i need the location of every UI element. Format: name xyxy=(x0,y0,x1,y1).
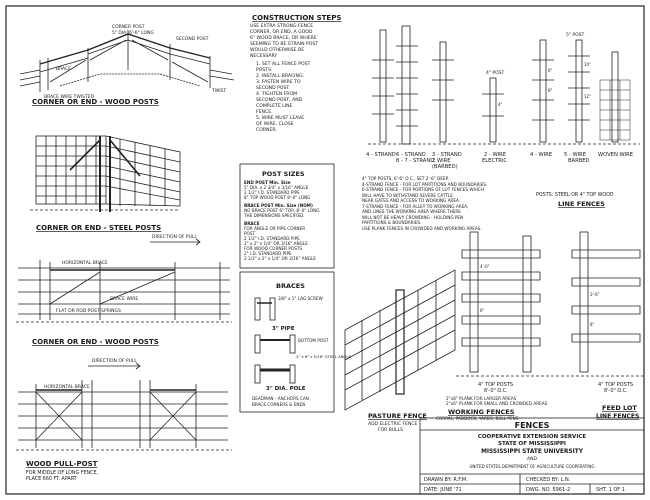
working-line: 2"x8" PLANK FOR LARGER AREAS xyxy=(446,396,517,401)
corner-steel-title: CORNER OR END - STEEL POSTS xyxy=(36,224,161,232)
working-fence-drawing xyxy=(456,231,644,377)
corner-wood-label: BRACE xyxy=(56,66,71,72)
strand-notes: 4" TOP POSTS, 6'-6" O.C., SET 2'-6" DEEP… xyxy=(362,176,488,231)
working-title: WORKING FENCES xyxy=(448,408,515,416)
braces-drawing xyxy=(254,297,296,384)
braces-box xyxy=(239,271,335,413)
wood-pull-label: DIRECTION OF PULL xyxy=(92,358,137,364)
date: DATE: JUNE '71 xyxy=(424,487,462,493)
strand-dim: 12" xyxy=(584,94,591,99)
strand-label: 3 - STRAND xyxy=(432,152,462,158)
pasture-fence-drawing xyxy=(344,269,456,411)
braces-label: DEADMAN - ANCHORS CAN xyxy=(252,396,309,401)
sheet-border xyxy=(5,5,645,495)
feed-lot-post-caption: 8'-0" O.C. xyxy=(604,388,628,394)
line-fences-caption: POSTS: STEEL OR 4" TOP WOOD xyxy=(536,192,614,198)
strand-label: ELECTRIC xyxy=(482,158,507,164)
corner-wood2-title: CORNER OR END - WOOD POSTS xyxy=(32,338,159,346)
braces-label: BOTTOM POST xyxy=(298,338,329,343)
strand-fence-drawing xyxy=(368,25,640,145)
construction-title: CONSTRUCTION STEPS xyxy=(252,14,341,22)
issuer-line: AND xyxy=(527,456,537,462)
wood-pull-title: WOOD PULL-POST xyxy=(26,460,98,468)
post-sizes-list: END POST Min. Size 5" DIA. x 2 3/4" x 3/… xyxy=(244,180,320,261)
strand-label: (BARBED) xyxy=(432,164,458,170)
corner-wood2-label: FLAT OR ROD POST SPRINGS xyxy=(56,308,121,314)
strand-label: WOVEN WIRE xyxy=(598,152,633,158)
corner-wood-label: 5" DIA. 6'-6" LONG xyxy=(112,30,154,36)
braces-label: 2" x 6" x 5/16" STEEL ANGLE xyxy=(296,354,351,359)
issuer-line: MISSISSIPPI STATE UNIVERSITY xyxy=(481,449,584,455)
corner-wood2-label: HORIZONTAL BRACE xyxy=(62,260,108,266)
issuer-line: UNITED STATES DEPARTMENT OF AGRICULTURE … xyxy=(470,464,595,469)
pasture-line: ADD ELECTRIC FENCE xyxy=(368,421,417,427)
feed-lot-title: FEED LOT xyxy=(602,404,637,412)
construction-steps: 1. SET ALL FENCE POST POSTS. 2. INSTALL … xyxy=(256,62,311,133)
strand-dim: 6" xyxy=(548,68,553,73)
corner-wood-label: TWIST xyxy=(211,88,226,94)
wood-pull-line: PLACE 660 FT. APART xyxy=(26,476,77,482)
corner-steel-drawing xyxy=(30,135,181,212)
working-dim: 8" xyxy=(590,322,595,327)
sht-no: SHT. 1 OF 1 xyxy=(596,487,625,493)
braces-title: BRACES xyxy=(276,282,305,290)
braces-label: 3/8" x 1" LAG SCREW xyxy=(278,296,323,301)
strand-label: 5 - WIRE xyxy=(564,152,586,158)
working-dim: 6" xyxy=(480,308,485,313)
corner-wood2-label: DIRECTION OF PULL xyxy=(152,234,197,240)
corner-wood-elevation xyxy=(16,238,232,323)
sheet-title: FENCES xyxy=(515,421,550,430)
post-sizes-box xyxy=(239,163,335,269)
checked-by: CHECKED BY: L.N. xyxy=(526,477,571,483)
dwg-no: DWG. NO. 5961-2 xyxy=(526,487,570,493)
working-line: CORRAL, PADDOCK, YARDS, BULL PENS xyxy=(436,416,519,421)
working-dim: 3'-6" xyxy=(590,292,600,297)
strand-post-label: 5" POST xyxy=(566,32,584,38)
strand-label: 6 - STRAND xyxy=(396,152,426,158)
post-sizes-title: POST SIZES xyxy=(262,170,305,178)
strand-label: 4 - STRAND xyxy=(366,152,396,158)
line-fences-title: LINE FENCES xyxy=(558,200,605,208)
pasture-title: PASTURE FENCE xyxy=(368,412,427,420)
strand-dim: 8" xyxy=(548,88,553,93)
feed-lot-title2: LINE FENCES xyxy=(596,413,639,420)
strand-post-label: 4" POST xyxy=(486,70,504,76)
drawn-by: DRAWN BY: R.F.M. xyxy=(424,477,468,483)
braces-label: 3" DIA. POLE xyxy=(266,386,306,392)
wood-pull-line: FOR MIDDLE OF LONG FENCE, xyxy=(26,470,98,476)
corner-wood-label: BRACE WIRE TWISTED xyxy=(44,94,95,100)
corner-wood-drawing xyxy=(19,30,235,92)
strand-label: 2 - WIRE xyxy=(484,152,506,158)
braces-label: 3" PIPE xyxy=(272,326,295,332)
braces-label: BRACE CORNERS & ENDS xyxy=(252,402,306,407)
feed-lot-post-caption: 4" TOP POSTS xyxy=(598,382,633,388)
strand-label: 4 - WIRE xyxy=(530,152,552,158)
working-line: 2"x6" PLANK FOR SMALL AND CROWDED AREAS xyxy=(446,401,548,406)
construction-intro: USE EXTRA STRONG FENCE CORNER, OR END, A… xyxy=(250,24,319,59)
strand-label: 8 - 7 - STRAND xyxy=(396,158,434,164)
wood-pull-label: HORIZONTAL BRACE xyxy=(44,384,90,390)
strand-dim: 4" xyxy=(498,102,503,107)
working-dim: 4'-0" xyxy=(480,264,490,269)
corner-wood-title: CORNER OR END - WOOD POSTS xyxy=(32,98,159,106)
working-post-caption: 4" TOP POSTS xyxy=(478,382,513,388)
issuer-line: COOPERATIVE EXTENSION SERVICE xyxy=(478,434,587,440)
corner-wood-label: CORNER POST xyxy=(112,24,145,30)
strand-dim: 10" xyxy=(584,62,591,67)
working-post-caption: 6'-0" O.C. xyxy=(484,388,508,394)
corner-wood2-label: BRACE WIRE xyxy=(110,296,138,302)
wood-pull-post-drawing xyxy=(16,362,232,451)
pasture-line: FOR BULLS xyxy=(378,427,403,433)
issuer-line: STATE OF MISSISSIPPI xyxy=(498,441,566,447)
strand-label: BARBED xyxy=(568,158,590,164)
strand-label: 2 WIRE xyxy=(432,158,451,164)
corner-wood-label: SECOND POST xyxy=(176,36,209,42)
title-block xyxy=(419,417,645,495)
